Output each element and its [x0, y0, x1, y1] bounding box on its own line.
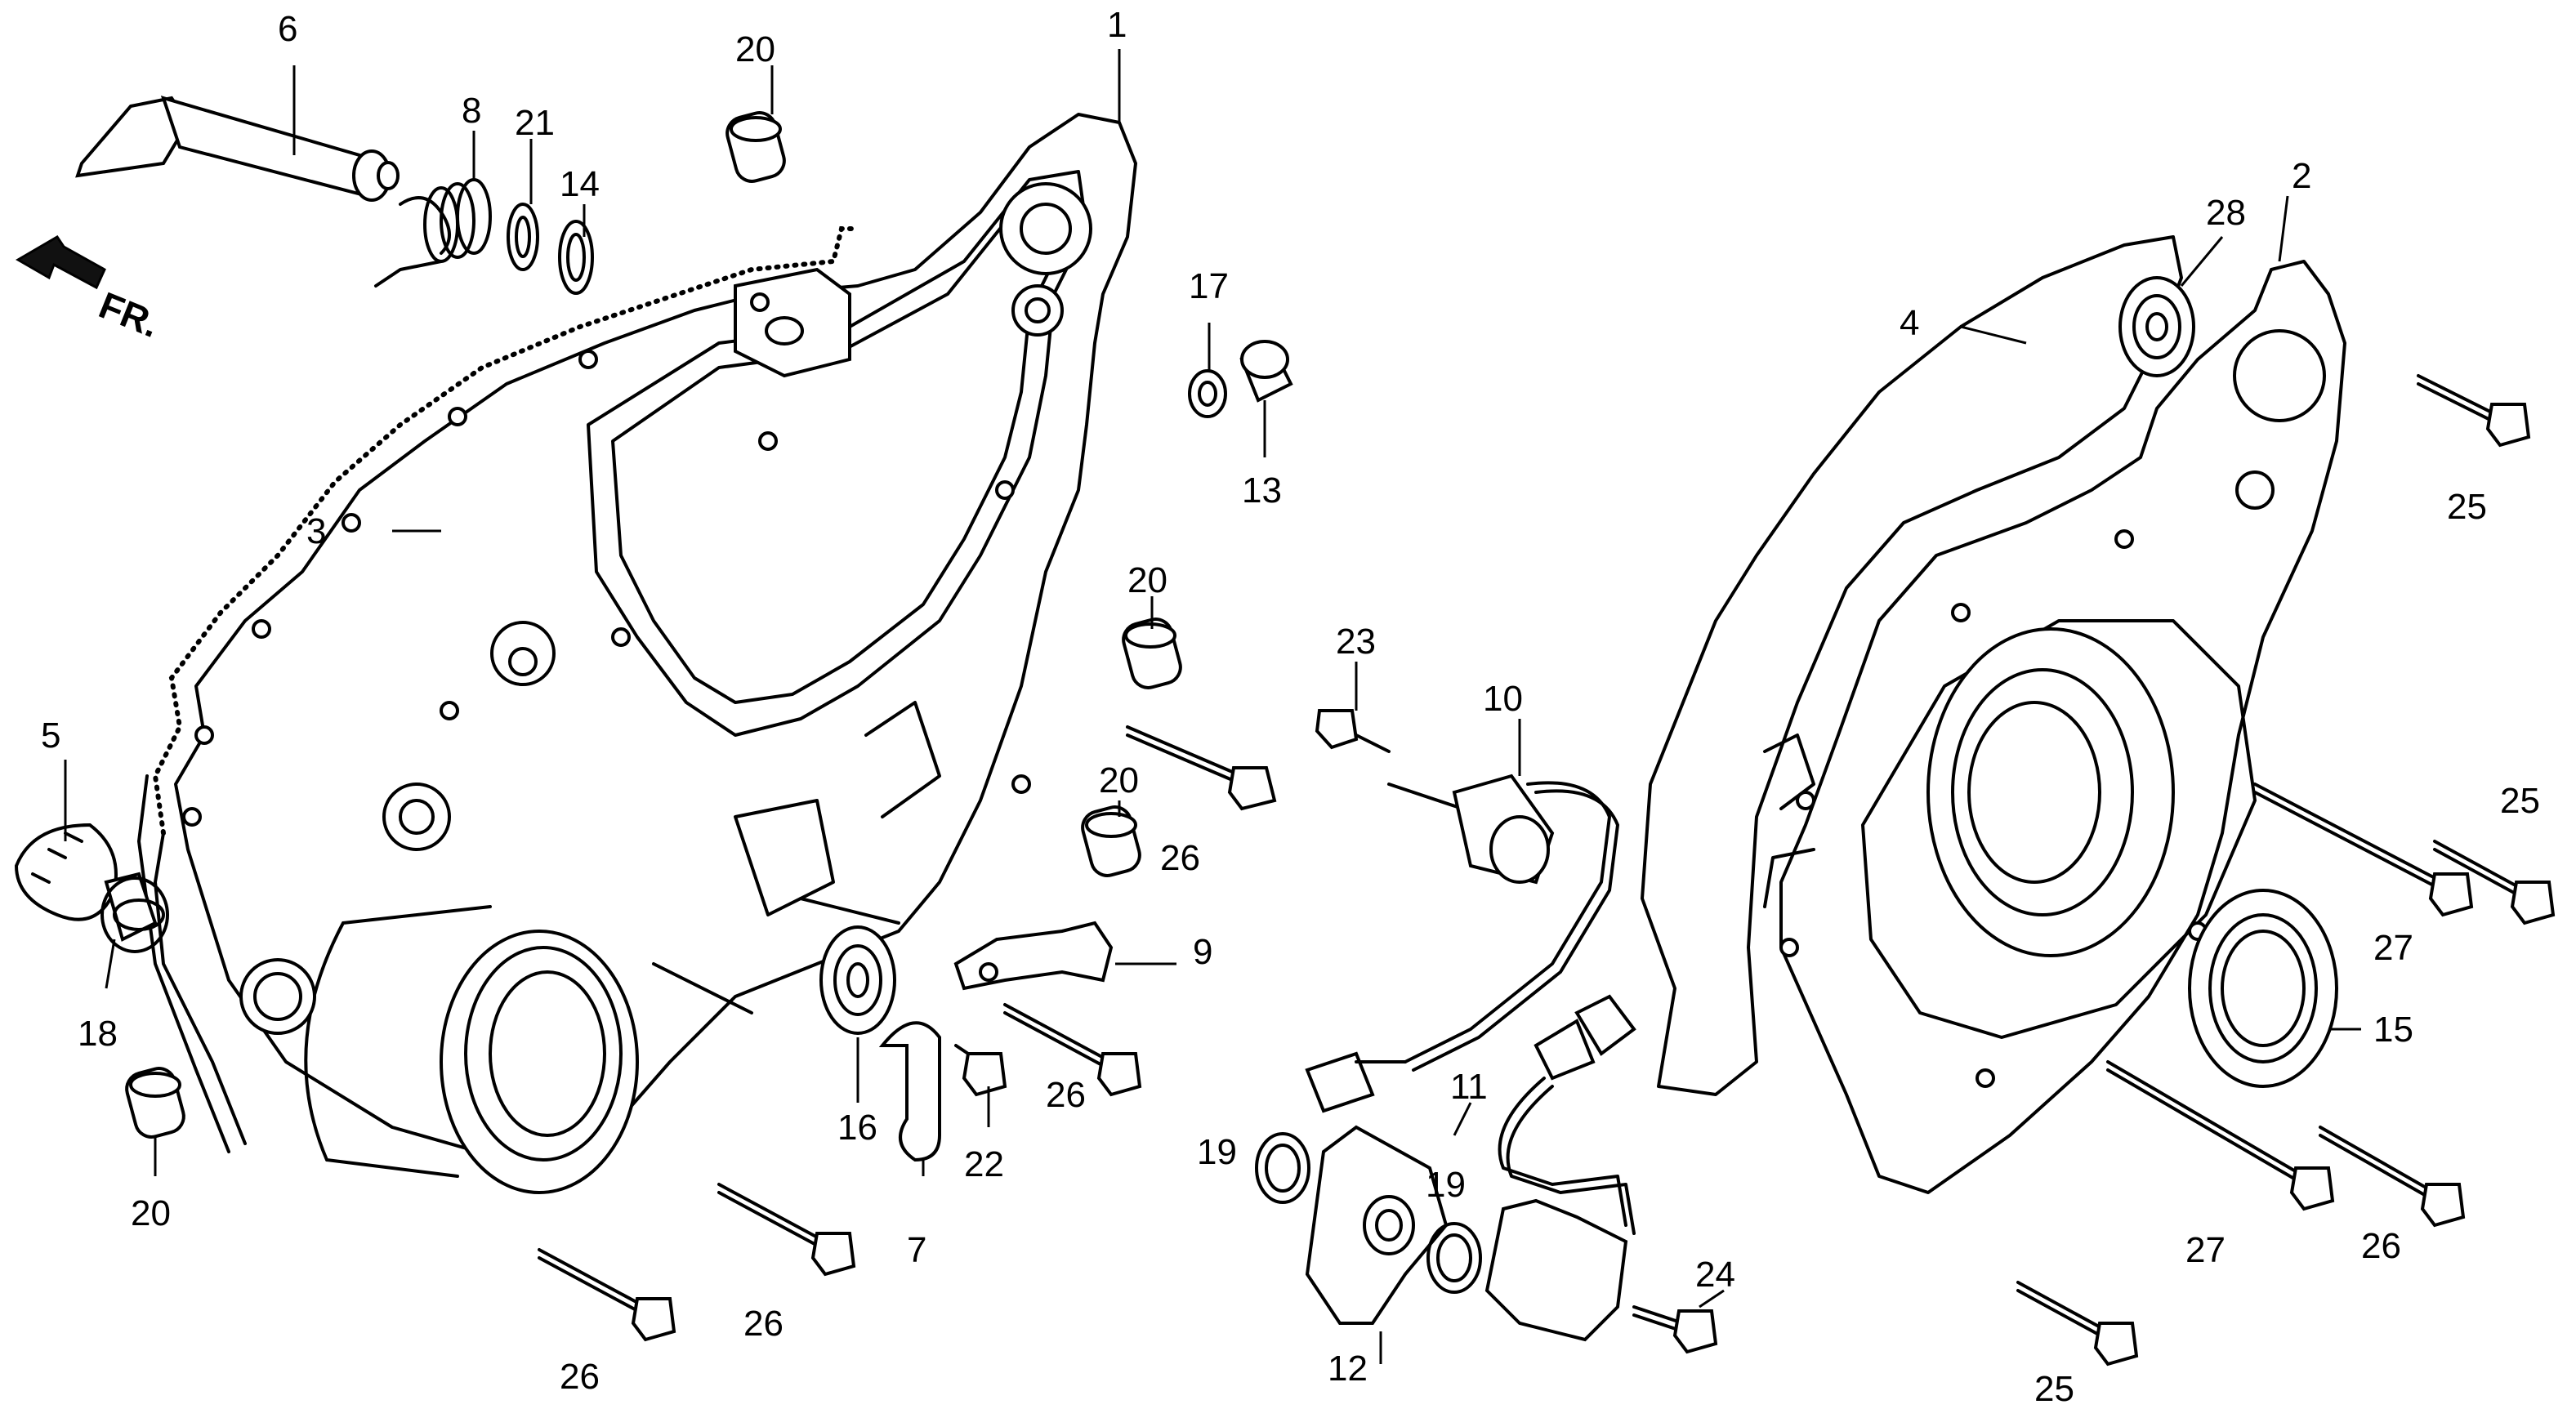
callout-8: 8	[462, 91, 481, 131]
callout-27-upper: 27	[2373, 928, 2413, 968]
callout-6: 6	[278, 9, 297, 49]
bolt-26-lower-left	[538, 1248, 676, 1342]
callout-19-right: 19	[1426, 1165, 1466, 1205]
front-direction-arrow-icon: FR.	[16, 234, 165, 346]
callout-20-right: 20	[1099, 760, 1139, 800]
callout-24: 24	[1695, 1255, 1735, 1295]
callout-19-left: 19	[1197, 1132, 1237, 1172]
bearing-top-right	[2118, 276, 2195, 377]
callout-20-top: 20	[735, 29, 775, 69]
shift-shaft-assembly	[75, 96, 594, 295]
left-crankcase-cover	[174, 113, 1137, 1194]
bolt-24	[1632, 1305, 1718, 1354]
callout-25-right: 25	[2500, 781, 2540, 821]
callout-23: 23	[1336, 622, 1376, 662]
callout-21: 21	[515, 103, 555, 143]
callout-18: 18	[78, 1014, 118, 1054]
right-crankcase-cover	[1763, 260, 2346, 1194]
oil-seal	[2188, 889, 2338, 1088]
bolt-25-top	[2417, 374, 2531, 448]
bolt-22	[954, 1044, 1007, 1097]
bearing	[819, 925, 896, 1035]
callout-5: 5	[41, 716, 60, 756]
dowel-pin-top	[725, 111, 786, 183]
callout-1: 1	[1107, 5, 1127, 45]
right-cover-gasket	[1641, 235, 2183, 1096]
bolt-23	[1315, 709, 1391, 753]
oil-filler-cap	[14, 823, 165, 942]
callout-2: 2	[2292, 156, 2311, 196]
callout-13: 13	[1242, 470, 1282, 511]
callout-10: 10	[1483, 679, 1523, 719]
callout-11: 11	[1450, 1067, 1488, 1107]
bolt-27-lower	[2106, 1060, 2335, 1211]
callout-14: 14	[560, 164, 600, 204]
callout-9: 9	[1193, 932, 1212, 972]
bolt-25-bottom	[2016, 1281, 2139, 1367]
callout-16: 16	[837, 1108, 877, 1148]
bolt-25-right	[2433, 840, 2556, 925]
bolt-27-upper	[2253, 783, 2474, 917]
callout-12: 12	[1328, 1349, 1368, 1389]
callout-4: 4	[1900, 303, 1919, 343]
cable-strap	[878, 1021, 941, 1162]
bolt-26-upper	[1126, 725, 1277, 811]
callout-20-middle: 20	[1127, 560, 1167, 600]
dowel-pin-right	[1081, 805, 1141, 877]
front-direction-label: FR.	[93, 283, 165, 346]
callout-26-lower-left: 26	[560, 1357, 600, 1397]
dowel-pin-middle	[1122, 618, 1182, 689]
callout-26-right: 26	[2361, 1226, 2401, 1266]
callout-28: 28	[2206, 193, 2246, 233]
callout-3: 3	[306, 511, 326, 551]
leader-lines	[64, 49, 2361, 1364]
callout-15: 15	[2373, 1010, 2413, 1050]
callout-17: 17	[1189, 266, 1229, 306]
sensor-switch-11	[1484, 994, 1636, 1342]
left-cover-gasket	[137, 226, 860, 1153]
cover-plate	[1305, 1125, 1449, 1325]
bolt-26-middle	[1003, 1003, 1142, 1097]
callout-25-top: 25	[2447, 487, 2487, 527]
dowel-pin-bottom	[125, 1067, 185, 1139]
sensor-switch-10	[1305, 774, 1619, 1113]
callout-7: 7	[907, 1230, 926, 1270]
callout-27-lower: 27	[2185, 1230, 2226, 1270]
sealing-washer	[1188, 369, 1227, 418]
plug-bolt	[1239, 340, 1293, 403]
clamp-bracket	[953, 921, 1114, 991]
bolt-26-right	[2319, 1126, 2466, 1228]
callout-labels: 1 2 3 4 5 6 7 8 9 10 11 12 13 14 15 16 1…	[41, 5, 2540, 1409]
bolt-26-lower-center	[717, 1183, 856, 1277]
callout-22: 22	[964, 1144, 1004, 1184]
callout-26-middle: 26	[1046, 1075, 1086, 1115]
callout-26-upper: 26	[1160, 838, 1200, 878]
callout-25-bottom: 25	[2034, 1369, 2074, 1409]
o-ring-left	[1255, 1132, 1310, 1204]
o-ring-right	[1426, 1222, 1482, 1294]
callout-20-bottom: 20	[131, 1193, 171, 1233]
o-ring-filler	[100, 876, 169, 953]
callout-26-lower-center: 26	[743, 1304, 784, 1344]
